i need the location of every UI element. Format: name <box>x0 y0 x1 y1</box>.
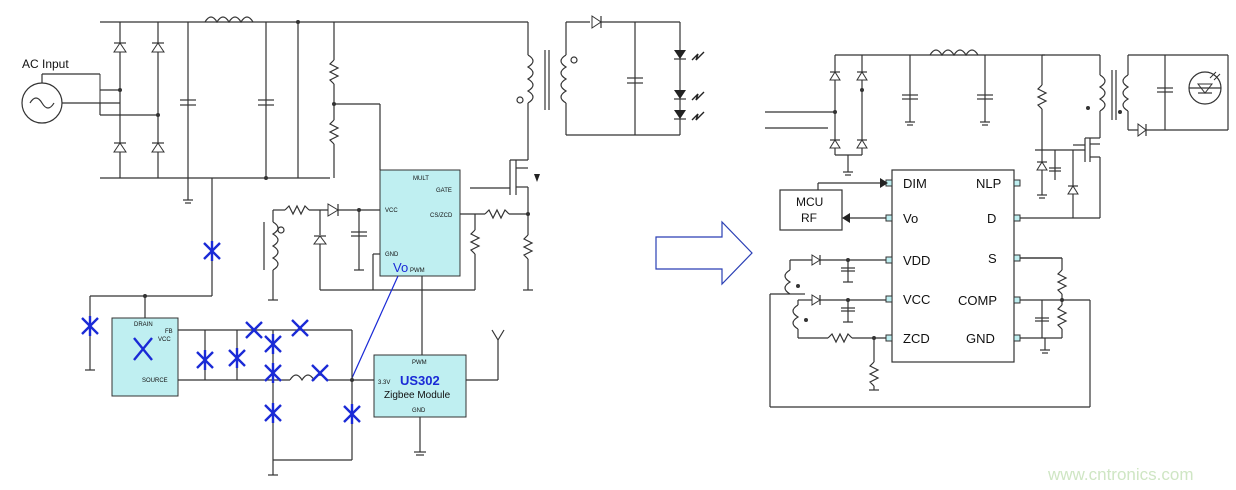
remove-mark <box>81 316 99 336</box>
led-output-stage <box>565 15 705 136</box>
right-clamp-network <box>1036 144 1085 218</box>
pin-box-vcc <box>885 295 893 303</box>
aux-pin-vcc: VCC <box>158 337 171 343</box>
pin-s-label: S <box>988 251 997 266</box>
left-schematic: AC Input <box>21 15 705 476</box>
pin-vdd-label: VDD <box>903 253 930 268</box>
pin-box-nlp <box>1013 179 1021 187</box>
aux-pin-drain: DRAIN <box>134 322 153 328</box>
ic-right-pins <box>1013 179 1021 342</box>
watermark-text: www.cntronics.com <box>1047 465 1193 484</box>
led-driver-ic <box>891 169 1015 363</box>
pin-box-comp <box>1013 296 1021 304</box>
vo-highlight-line <box>351 275 399 379</box>
pin-box-vo <box>885 214 893 222</box>
antenna-symbol <box>491 329 505 341</box>
right-bridge-rectifier <box>829 54 1045 176</box>
remove-mark <box>196 350 214 370</box>
remove-mark <box>264 334 282 354</box>
right-aux-windings <box>769 254 1090 408</box>
pin-box-zcd <box>885 334 893 342</box>
zigbee-module <box>373 354 467 418</box>
right-sense-comp <box>1020 257 1091 407</box>
dim-signal-arrow <box>880 178 888 188</box>
pin-nlp-label: NLP <box>976 176 1001 191</box>
pin-gate: GATE <box>436 188 452 194</box>
zigbee-subtitle: Zigbee Module <box>384 390 451 401</box>
pin-vcc-label: VCC <box>903 292 930 307</box>
pin-box-d <box>1013 214 1021 222</box>
pin-vcc: VCC <box>385 208 398 214</box>
vcc-supply <box>263 203 475 301</box>
input-filter <box>180 16 300 204</box>
remove-mark <box>264 403 282 423</box>
remove-mark <box>343 404 361 424</box>
pin-pwm: PWM <box>410 268 425 274</box>
remove-mark <box>245 321 263 339</box>
rf-label: RF <box>801 211 817 225</box>
remove-mark <box>264 363 282 383</box>
pin-comp-label: COMP <box>958 293 997 308</box>
vo-label: Vo <box>393 260 408 275</box>
bridge-rectifier <box>99 21 330 179</box>
mcu-rf-block <box>779 189 843 231</box>
pin-gnd: GND <box>385 252 399 258</box>
cs-zcd-network <box>460 208 534 291</box>
pin-cs-zcd: CS/ZCD <box>430 213 453 219</box>
pin-box-vdd <box>885 256 893 264</box>
remove-mark <box>133 337 153 361</box>
right-schematic: DIM Vo VDD VCC ZCD NLP D S COMP GND MCU … <box>765 49 1229 408</box>
vo-signal-arrow <box>842 213 850 223</box>
zigbee-pin-gnd: GND <box>412 408 426 414</box>
ac-input-label: AC Input <box>22 57 69 71</box>
ac-source-symbol <box>21 73 120 124</box>
remove-mark <box>291 319 309 337</box>
pin-box-gnd <box>1013 334 1021 342</box>
zigbee-pin-3v3: 3.3V <box>378 380 390 386</box>
aux-supply-network <box>178 329 374 476</box>
pin-dim-label: DIM <box>903 176 927 191</box>
main-transformer <box>330 21 578 160</box>
right-input-filter <box>902 49 993 126</box>
mosfet <box>470 159 540 210</box>
remove-mark <box>228 348 246 368</box>
aux-controller-ic <box>111 317 179 397</box>
right-transformer <box>1035 54 1130 151</box>
pfc-controller-ic <box>379 169 461 277</box>
remove-mark <box>203 241 221 261</box>
mcu-label: MCU <box>796 195 823 209</box>
pin-d-label: D <box>987 211 996 226</box>
right-led-load <box>1127 54 1229 137</box>
pin-box-s <box>1013 254 1021 262</box>
pin-zcd-label: ZCD <box>903 331 930 346</box>
right-mosfet <box>1016 137 1101 259</box>
aux-pin-fb: FB <box>165 329 173 335</box>
remove-mark <box>311 364 329 382</box>
aux-pin-source: SOURCE <box>142 378 168 384</box>
removal-marks <box>81 241 361 424</box>
mult-divider <box>328 22 381 178</box>
ic-left-pins <box>885 179 893 342</box>
zigbee-title: US302 <box>400 373 440 388</box>
zigbee-pin-pwm: PWM <box>412 360 427 366</box>
pin-gnd-label: GND <box>966 331 995 346</box>
transition-arrow <box>655 220 753 286</box>
pin-mult: MULT <box>413 176 429 182</box>
pin-vo-label: Vo <box>903 211 918 226</box>
